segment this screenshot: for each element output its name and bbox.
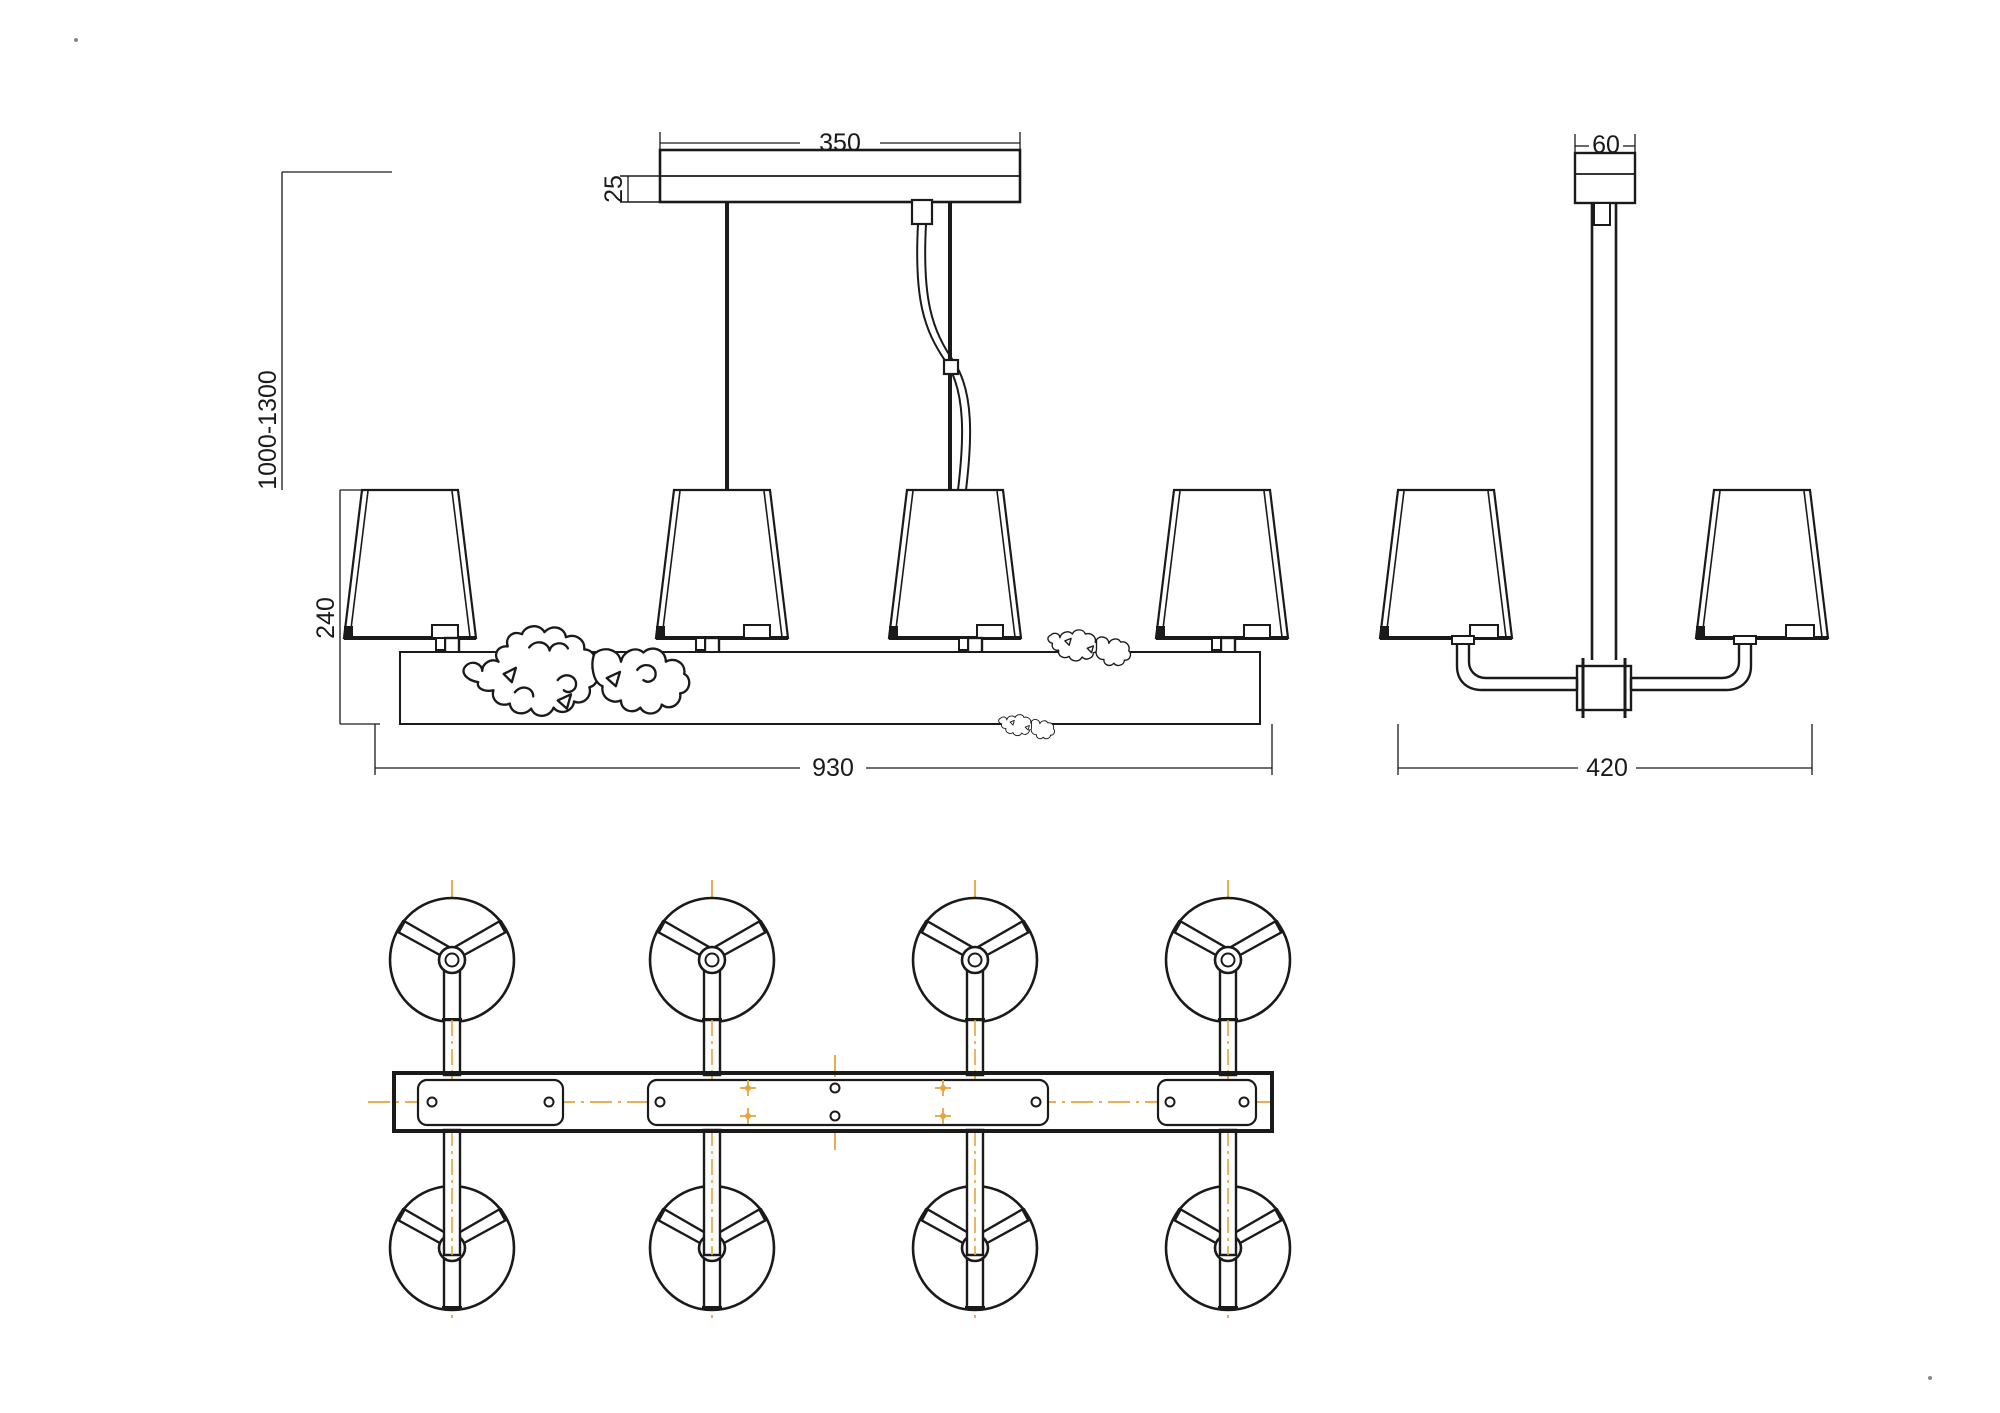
front-ornament-left <box>462 625 691 717</box>
plan-lamp-top-4 <box>1164 896 1292 1024</box>
front-canopy <box>620 148 1022 204</box>
plan-view <box>368 880 1292 1320</box>
corner-mark-top-left <box>74 38 78 42</box>
plan-arm-centerlines-bottom <box>451 1130 1229 1255</box>
plan-mount-plate-3 <box>1156 1078 1258 1127</box>
plan-lamp-top-1 <box>388 896 516 1024</box>
side-center-hub <box>1575 658 1633 718</box>
dim-drop-height: 1000-1300 <box>254 171 392 490</box>
dim-label-60: 60 <box>1592 131 1620 159</box>
dim-label-420: 420 <box>1586 754 1628 782</box>
dim-overall-depth: 420 <box>1397 724 1813 782</box>
front-elevation-view: 350 25 <box>254 129 1290 782</box>
side-shade-left <box>1378 488 1514 640</box>
dim-label-240: 240 <box>312 597 340 639</box>
plan-arms-bottom <box>442 1128 1238 1257</box>
plan-lamp-top-2 <box>648 896 776 1024</box>
plan-arm-centerlines-top <box>451 1020 1229 1075</box>
dim-overall-width: 930 <box>374 724 1273 782</box>
side-arm-right <box>1629 635 1757 692</box>
side-suspension-tube <box>1590 203 1618 660</box>
front-shade-4 <box>1154 488 1290 640</box>
side-elevation-view: 60 <box>1378 131 1830 782</box>
dim-canopy-width: 350 <box>659 129 1021 157</box>
dim-label-350: 350 <box>819 129 861 157</box>
front-shade-2 <box>654 488 790 640</box>
plan-mount-plate-2 <box>646 1078 1050 1127</box>
dim-side-canopy-width: 60 <box>1574 131 1636 159</box>
dim-canopy-thickness: 25 <box>600 175 629 203</box>
plan-main-bar <box>392 1071 1274 1133</box>
dim-label-930: 930 <box>812 754 854 782</box>
dim-label-25: 25 <box>600 175 628 203</box>
plan-arms-top <box>442 1018 1238 1077</box>
dim-label-1000-1300: 1000-1300 <box>254 370 282 490</box>
corner-mark-bottom-right <box>1928 1376 1932 1380</box>
front-shade-3 <box>887 488 1023 640</box>
plan-mount-plate-1 <box>416 1078 565 1127</box>
side-shade-right <box>1694 488 1830 640</box>
front-shade-1 <box>342 488 478 640</box>
dim-shade-height: 240 <box>312 489 380 725</box>
plan-cross-markers <box>740 1080 951 1124</box>
front-suspension-rod-right <box>910 198 972 491</box>
side-canopy <box>1573 151 1637 226</box>
side-arm-left <box>1451 635 1579 692</box>
plan-lamp-top-3 <box>911 896 1039 1024</box>
